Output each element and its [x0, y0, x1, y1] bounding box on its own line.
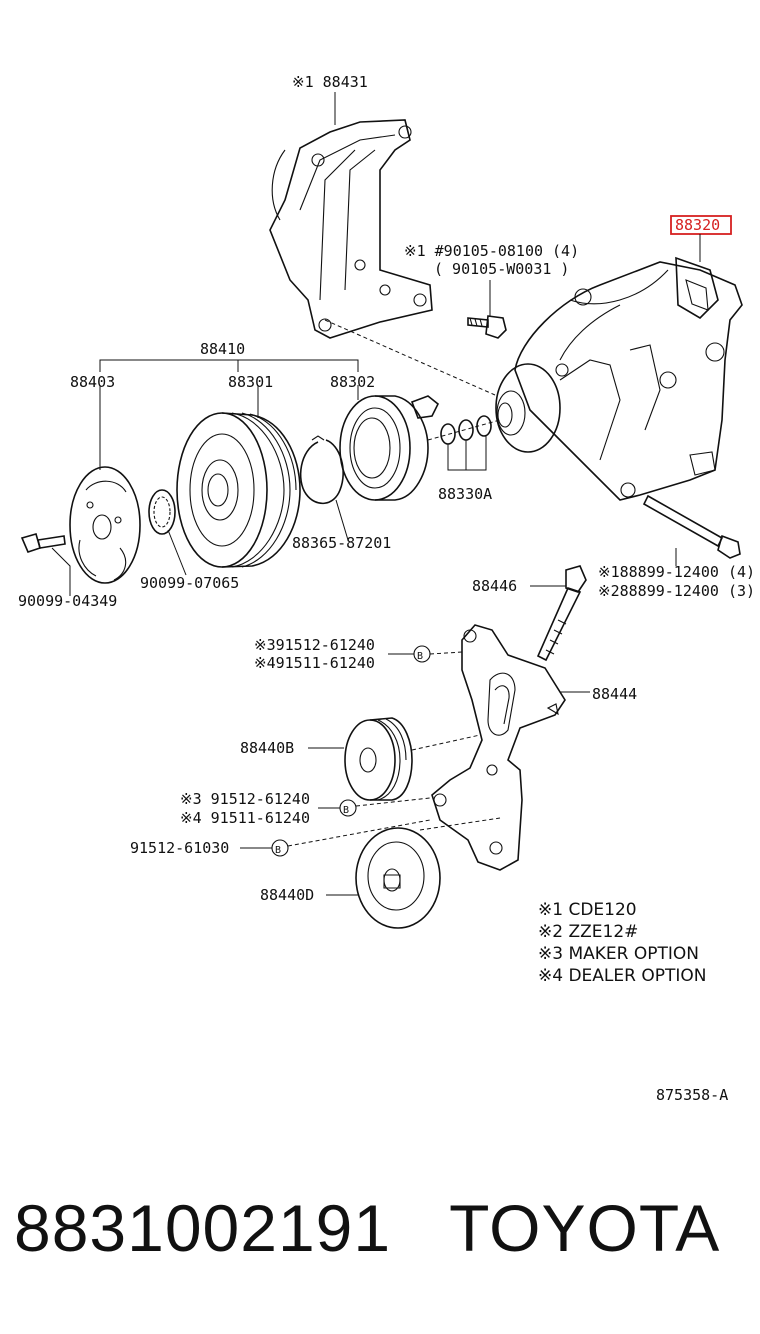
idler-pulley-b	[308, 717, 413, 801]
idler-d-line	[419, 817, 501, 831]
label-through-bolt-1: ※188899-12400 (4)	[598, 563, 755, 581]
label-washer: 90099-07065	[140, 574, 239, 592]
label-bracket-main: ※1 88431	[292, 73, 368, 91]
label-coil: 88302	[330, 373, 375, 391]
label-bearing-c: 91512-61030	[130, 839, 229, 857]
clutch-group-bracket	[99, 359, 359, 372]
stud-bolt	[530, 565, 587, 662]
note-1: ※1 CDE120	[538, 900, 637, 920]
drawing-number: 875358-A	[656, 1086, 728, 1104]
bearing-marker-c-text: B	[275, 845, 281, 856]
bearing-marker-b-text: B	[343, 805, 349, 816]
label-bearing-a2: ※491511-61240	[254, 654, 375, 672]
label-hub-bolt: 90099-04349	[18, 592, 117, 610]
idler-bracket	[431, 624, 590, 871]
bearing-marker-a-text: B	[417, 651, 423, 662]
label-hub: 88403	[70, 373, 115, 391]
field-coil	[339, 395, 429, 501]
label-through-bolt-2: ※288899-12400 (3)	[598, 582, 755, 600]
label-idler-d: 88440D	[260, 886, 314, 904]
compressor-highlight-box	[670, 215, 732, 235]
bearing-marker-b: B	[318, 797, 431, 817]
label-idler-b: 88440B	[240, 739, 294, 757]
label-bolt-upper-alt: ( 90105-W0031 )	[434, 260, 569, 278]
label-stud-bolt: 88446	[472, 577, 517, 595]
clutch-hub	[69, 466, 141, 584]
pulley	[176, 412, 301, 568]
label-bearing-a1: ※391512-61240	[254, 636, 375, 654]
note-4: ※4 DEALER OPTION	[538, 966, 706, 986]
hub-bolt	[20, 533, 71, 596]
compressor-bracket	[269, 119, 433, 339]
upper-bolt	[467, 315, 507, 339]
label-shim: 88330A	[438, 485, 492, 503]
footer: 8831002191 TOYOTA	[14, 1190, 754, 1280]
retaining-ring	[299, 435, 349, 541]
label-ring: 88365-87201	[292, 534, 391, 552]
footer-part-number: 8831002191	[14, 1191, 392, 1265]
coil-to-compressor-line	[427, 419, 501, 441]
label-pulley: 88301	[228, 373, 273, 391]
compressor	[495, 256, 743, 501]
idler-b-line	[411, 734, 481, 751]
label-clutch-group: 88410	[200, 340, 245, 358]
label-bearing-b2: ※4 91511-61240	[180, 809, 310, 827]
bracket-to-compressor-line	[324, 319, 496, 396]
label-compressor: 88320	[675, 216, 720, 234]
label-bearing-b1: ※3 91512-61240	[180, 790, 310, 808]
bearing-marker-a: B	[388, 645, 463, 663]
label-idler-bracket: 88444	[592, 685, 637, 703]
footer-brand: TOYOTA	[449, 1191, 721, 1265]
snap-washer	[148, 489, 187, 576]
through-bolt	[642, 494, 741, 559]
bearing-marker-c: B	[240, 819, 431, 857]
idler-pulley-d	[326, 827, 441, 929]
note-2: ※2 ZZE12#	[538, 922, 638, 942]
label-bolt-upper: ※1 #90105-08100 (4)	[404, 242, 579, 260]
note-3: ※3 MAKER OPTION	[538, 944, 699, 964]
key-tab	[410, 395, 440, 419]
